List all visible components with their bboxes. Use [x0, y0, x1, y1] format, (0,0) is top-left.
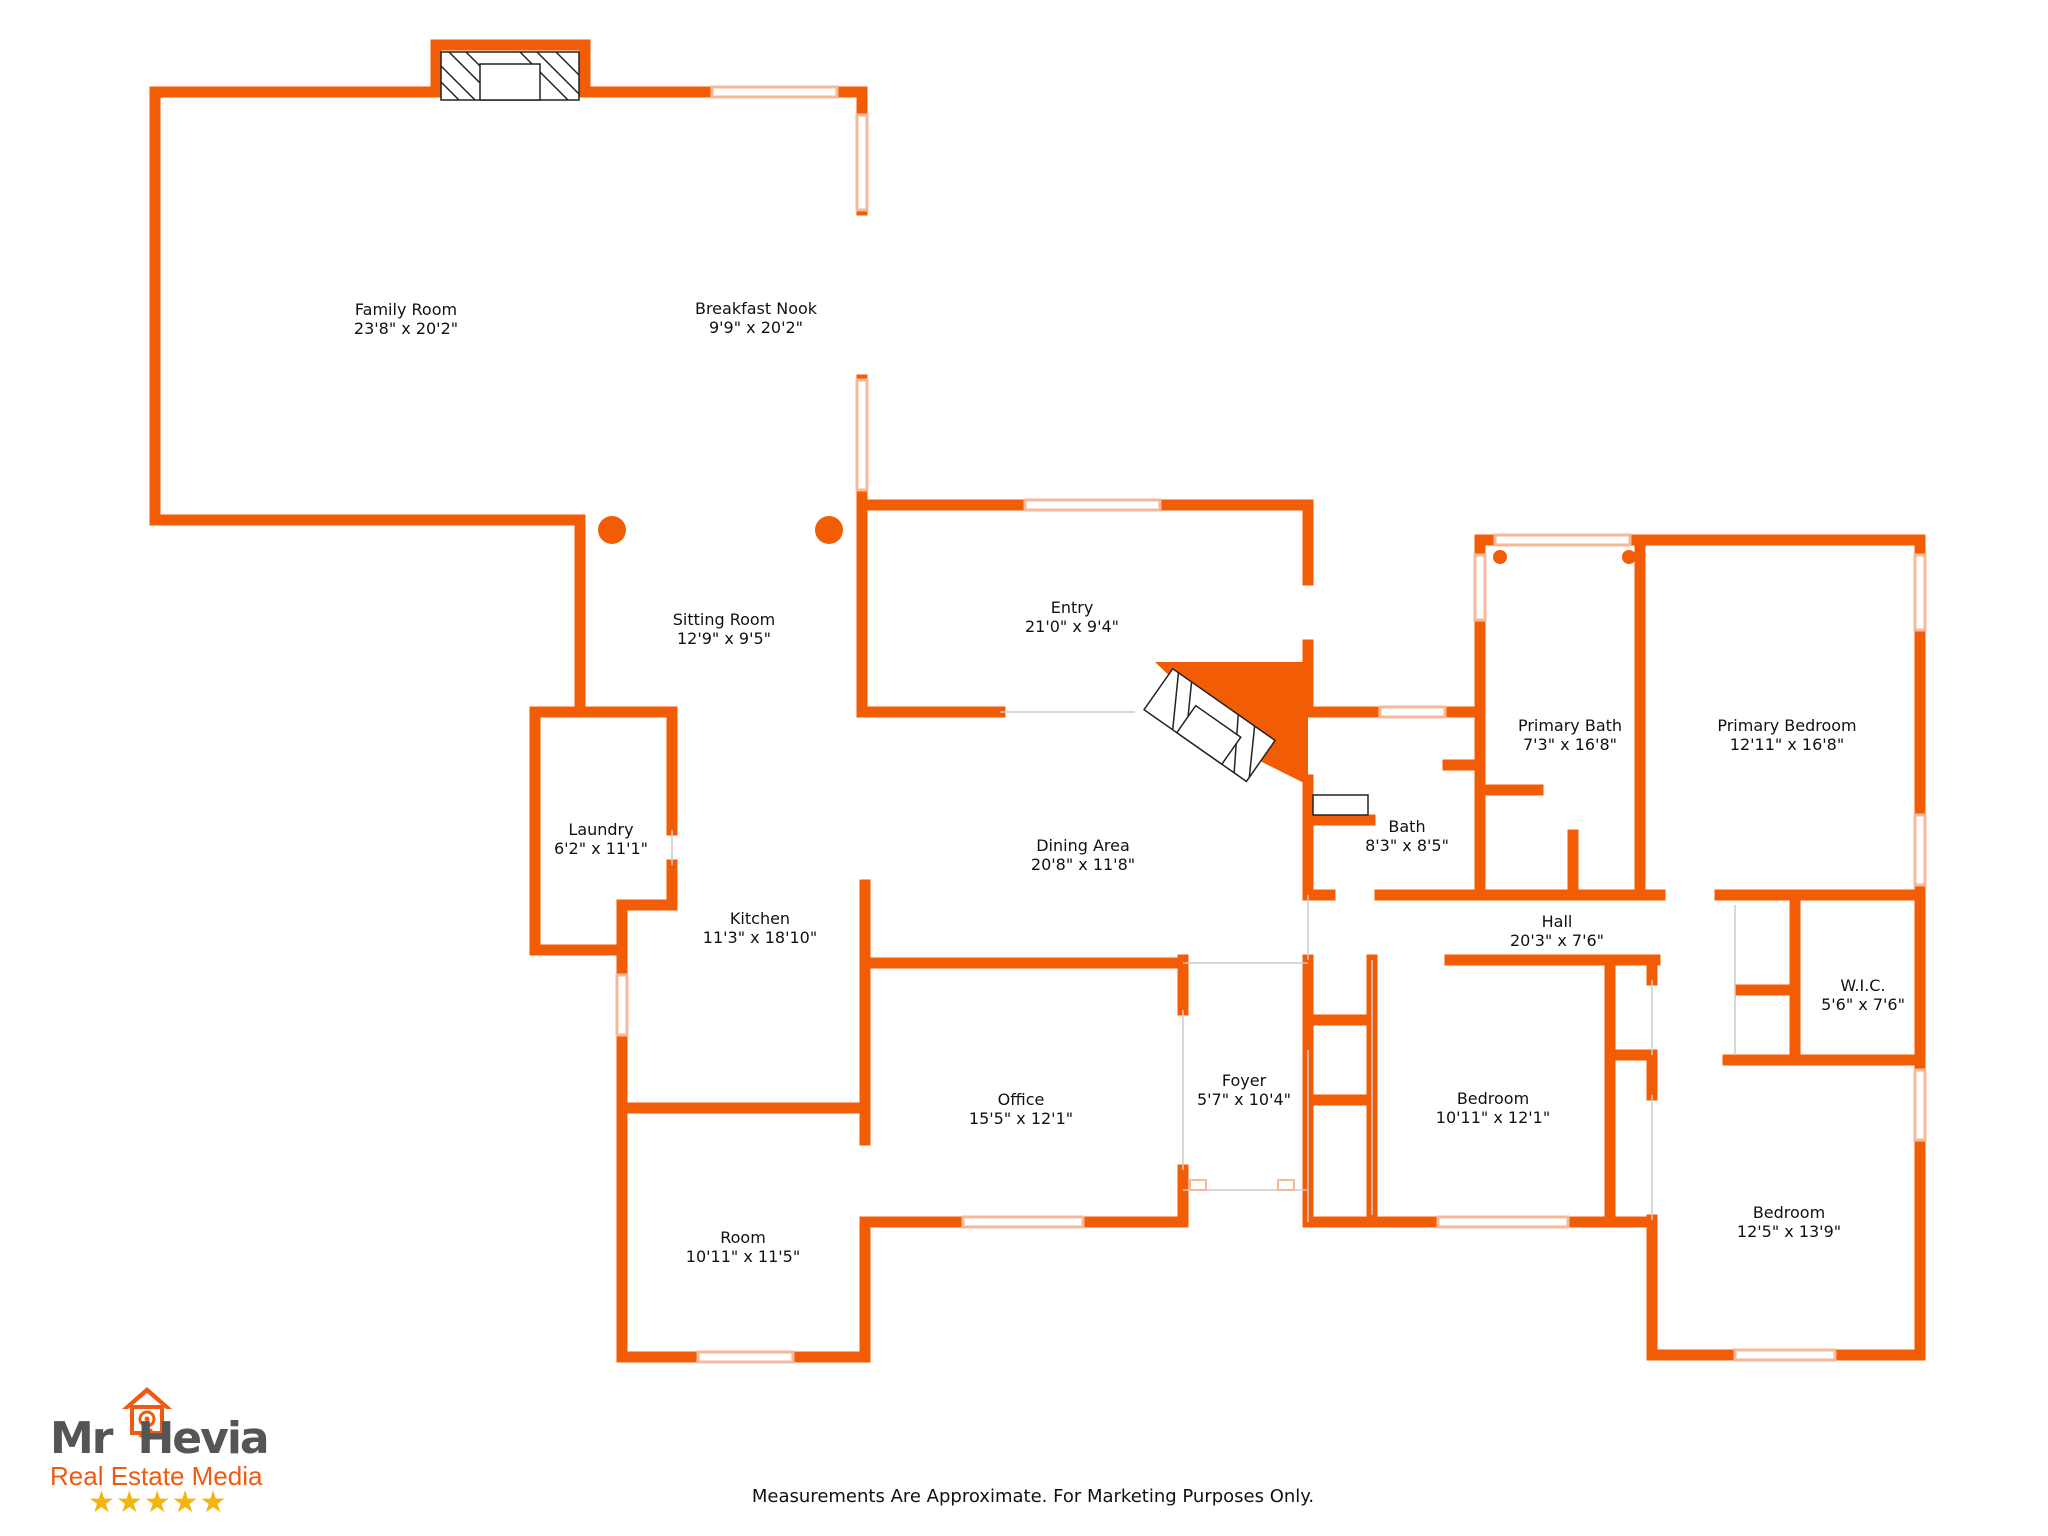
room-dims: 12'11" x 16'8" [1729, 735, 1845, 754]
logo-tagline: Real Estate Media [50, 1461, 263, 1491]
openings [671, 711, 1736, 1222]
column [1622, 550, 1636, 564]
windows [615, 85, 1927, 1364]
window [855, 113, 869, 212]
logo-mr: Mr [50, 1413, 114, 1464]
room-name: Dining Area [1036, 836, 1130, 855]
wall-north-east-wing [579, 86, 868, 216]
window [961, 1215, 1085, 1229]
room-name: Kitchen [729, 909, 791, 928]
window [1436, 1215, 1570, 1229]
room-name: Foyer [1221, 1071, 1267, 1090]
rating-stars: ★★★★★ [88, 1485, 228, 1520]
window [710, 85, 839, 99]
room-name: Bedroom [1456, 1089, 1530, 1108]
column [1493, 550, 1507, 564]
window [1473, 553, 1487, 622]
room-dims: 6'2" x 11'1" [553, 839, 649, 858]
window [1913, 553, 1927, 632]
window [1023, 498, 1162, 512]
wall-kitchen-west-lower [616, 1019, 871, 1363]
wall-north-west-wing [149, 86, 586, 718]
room-dims: 5'7" x 10'4" [1196, 1090, 1292, 1109]
logo-wordmark: Mr Hevia [50, 1413, 270, 1464]
room-name: Family Room [354, 300, 458, 319]
column [598, 516, 626, 544]
wall-office-south [859, 1164, 1189, 1228]
window [855, 378, 869, 492]
window [1378, 705, 1447, 719]
bath-vanity [1312, 794, 1369, 816]
house-camera-icon [122, 1387, 172, 1438]
foyer-doors [1189, 1179, 1295, 1191]
brand-logo: Mr Hevia Real Estate Media ★★★★★ [50, 1385, 290, 1520]
wall-primary-bedroom [1634, 534, 1926, 1361]
room-name: Laundry [568, 820, 634, 839]
room-dims: 9'9" x 20'2" [708, 318, 804, 337]
wall-fireplace-bump [430, 39, 591, 98]
room-name: Bedroom [1752, 1203, 1826, 1222]
room-name: Sitting Room [672, 610, 776, 629]
room-dims: 15'5" x 12'1" [968, 1109, 1074, 1128]
room-name: Bath [1388, 817, 1426, 836]
room-dims: 8'3" x 8'5" [1365, 836, 1449, 855]
room-name: Primary Bedroom [1717, 716, 1857, 735]
room-dims: 12'9" x 9'5" [676, 629, 772, 648]
room-name: Entry [1050, 598, 1094, 617]
window [1913, 1068, 1927, 1142]
window [1913, 813, 1927, 887]
window [1733, 1348, 1837, 1362]
room-dims: 11'3" x 18'10" [702, 928, 818, 947]
room-dims: 10'11" x 11'5" [685, 1247, 801, 1266]
room-dims: 5'6" x 7'6" [1821, 995, 1905, 1014]
room-dims: 20'8" x 11'8" [1030, 855, 1136, 874]
room-dims: 21'0" x 9'4" [1024, 617, 1120, 636]
room-dims: 7'3" x 16'8" [1522, 735, 1618, 754]
room-dims: 12'5" x 13'9" [1736, 1222, 1842, 1241]
room-name: W.I.C. [1840, 976, 1886, 995]
window [615, 973, 629, 1037]
column [815, 516, 843, 544]
window [1493, 533, 1632, 547]
room-dims: 20'3" x 7'6" [1509, 931, 1605, 950]
room-name: Room [720, 1228, 766, 1247]
room-name: Office [997, 1090, 1045, 1109]
logo-hevia: Hevia [137, 1413, 269, 1464]
room-name: Hall [1541, 912, 1573, 931]
room-dims: 10'11" x 12'1" [1435, 1108, 1551, 1127]
room-name: Primary Bath [1517, 716, 1623, 735]
disclaimer-text: Measurements Are Approximate. For Market… [751, 1486, 1315, 1507]
fireplace-north-icon [440, 51, 580, 101]
fireplace-dining-icon [1142, 667, 1277, 783]
wall-laundry-east [574, 706, 678, 836]
room-name: Breakfast Nook [694, 299, 818, 318]
walls [149, 39, 1926, 1363]
room-dims: 23'8" x 20'2" [353, 319, 459, 338]
wall-entry [856, 499, 1314, 586]
window [696, 1350, 795, 1364]
